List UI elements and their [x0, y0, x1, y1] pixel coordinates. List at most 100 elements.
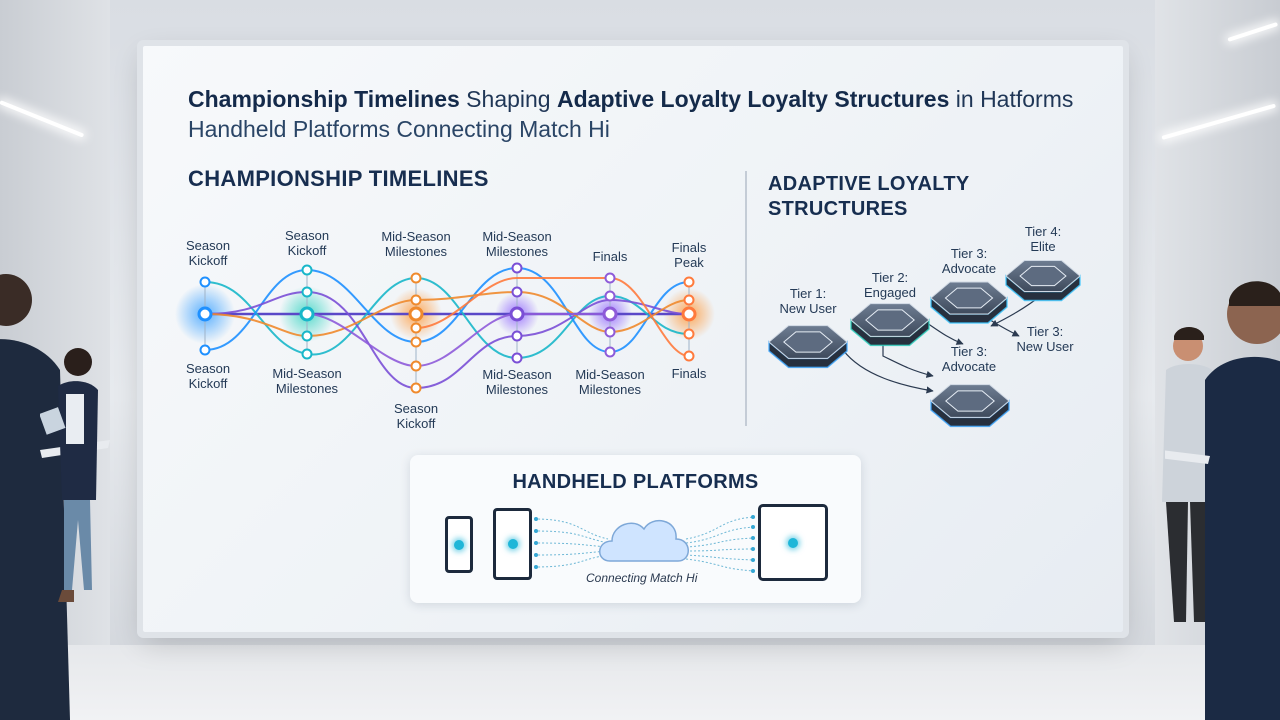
- title-subline: Handheld Platforms Connecting Match Hi: [188, 116, 610, 142]
- tier-label-line: Advocate: [941, 359, 997, 374]
- tier-label-line: Engaged: [863, 285, 917, 300]
- timeline-node: [410, 360, 422, 372]
- label-line: Season: [284, 228, 330, 243]
- timeline-node: [604, 272, 616, 284]
- timeline-node: [683, 350, 695, 362]
- label-line: Finals: [671, 240, 707, 255]
- connection-lines: [533, 515, 756, 573]
- page-title: Championship Timelines Shaping Adaptive …: [188, 84, 1108, 144]
- label-line: Kickoff: [188, 253, 228, 268]
- tier-label-line: Tier 3:: [1026, 324, 1064, 339]
- timeline-wave: [415, 276, 690, 357]
- timeline-main-node: [509, 306, 525, 322]
- timeline-node: [410, 336, 422, 348]
- title-part: Championship Timelines: [188, 86, 460, 112]
- label-line: Mid-Season: [381, 229, 451, 244]
- label-line: Mid-Season: [482, 367, 552, 382]
- timeline-node: [410, 272, 422, 284]
- timeline-node: [301, 330, 313, 342]
- tier-label-line: Tier 4:: [1024, 224, 1062, 239]
- signal-dot: [788, 537, 798, 548]
- timeline-main-node: [681, 306, 697, 322]
- timeline-node: [604, 290, 616, 302]
- tier-label-line: Advocate: [941, 261, 997, 276]
- tier-label-line: Tier 3:: [950, 246, 988, 261]
- tier-label-line: Tier 2:: [871, 270, 909, 285]
- tier-label-line: New User: [779, 301, 837, 316]
- label-line: Season: [185, 238, 231, 253]
- timeline-node: [199, 276, 211, 288]
- tier-label-line: Tier 1:: [789, 286, 827, 301]
- floor: [0, 645, 1280, 720]
- label-line: Mid-Season: [482, 229, 552, 244]
- timeline-node: [410, 382, 422, 394]
- tier-connector-arrow: [882, 322, 934, 378]
- tier-platform: [768, 325, 848, 369]
- label-line: Mid-Season: [272, 366, 342, 381]
- loyalty-diagram: [768, 259, 1081, 428]
- tier-label: Tier 3:Advocate: [942, 344, 996, 374]
- handheld-caption: Connecting Match Hi: [586, 571, 698, 585]
- timeline-node: [511, 286, 523, 298]
- title-part: Shaping: [459, 86, 557, 112]
- timeline-main-node: [408, 306, 424, 322]
- person-right-foreground: [1165, 281, 1280, 720]
- title-part: Adaptive Loyalty Loyalty Structures: [557, 86, 950, 112]
- tier-platform: [930, 281, 1008, 324]
- timeline-label-top: Finals: [593, 249, 628, 264]
- timeline-node: [301, 348, 313, 360]
- handheld-heading: HANDHELD PLATFORMS: [512, 471, 759, 493]
- loyalty-heading-line: ADAPTIVE LOYALTY: [768, 173, 970, 195]
- tier-label: Tier 3:New User: [1016, 324, 1073, 354]
- signal-dot: [454, 539, 464, 550]
- phone-device-icon: [445, 516, 473, 573]
- timeline-label-bottom: Finals: [672, 366, 707, 381]
- tier-label: Tier 3:Advocate: [942, 246, 996, 276]
- label-line: Season: [185, 361, 231, 376]
- tier-platform: [1005, 259, 1081, 302]
- tier-label-line: Tier 3:: [950, 344, 988, 359]
- loyalty-heading-line: STRUCTURES: [768, 198, 908, 220]
- label-line: Kickoff: [188, 376, 228, 391]
- label-line: Milestones: [485, 244, 549, 259]
- tier-label-line: New User: [1016, 339, 1074, 354]
- timeline-main-node: [299, 306, 315, 322]
- timeline-node: [301, 286, 313, 298]
- section-divider: [745, 171, 747, 426]
- timeline-node: [683, 328, 695, 340]
- timeline-node: [683, 294, 695, 306]
- tier-platform: [930, 384, 1010, 428]
- title-part: in Hatforms: [949, 86, 1074, 112]
- presentation-screen: Championship Timelines Shaping Adaptive …: [143, 46, 1123, 632]
- tier-platform: [850, 303, 930, 347]
- label-line: Kickoff: [287, 243, 327, 258]
- timeline-node: [604, 346, 616, 358]
- label-line: Finals: [592, 249, 628, 264]
- timeline-main-node: [197, 306, 213, 322]
- timeline-node: [410, 322, 422, 334]
- label-line: Season: [393, 401, 439, 416]
- signal-dot: [507, 539, 518, 549]
- label-line: Kickoff: [396, 416, 436, 431]
- label-line: Peak: [674, 255, 704, 270]
- tier-connector-arrow: [842, 349, 934, 394]
- timeline-node: [199, 344, 211, 356]
- timeline-node: [511, 352, 523, 364]
- timeline-diagram: [175, 262, 715, 394]
- person-woman-tablet: [40, 348, 98, 602]
- cloud-icon: [599, 519, 689, 562]
- timeline-wave: [306, 312, 610, 368]
- tier-label: Tier 2:Engaged: [864, 270, 916, 300]
- timeline-node: [511, 262, 523, 274]
- timeline-main-node: [602, 306, 618, 322]
